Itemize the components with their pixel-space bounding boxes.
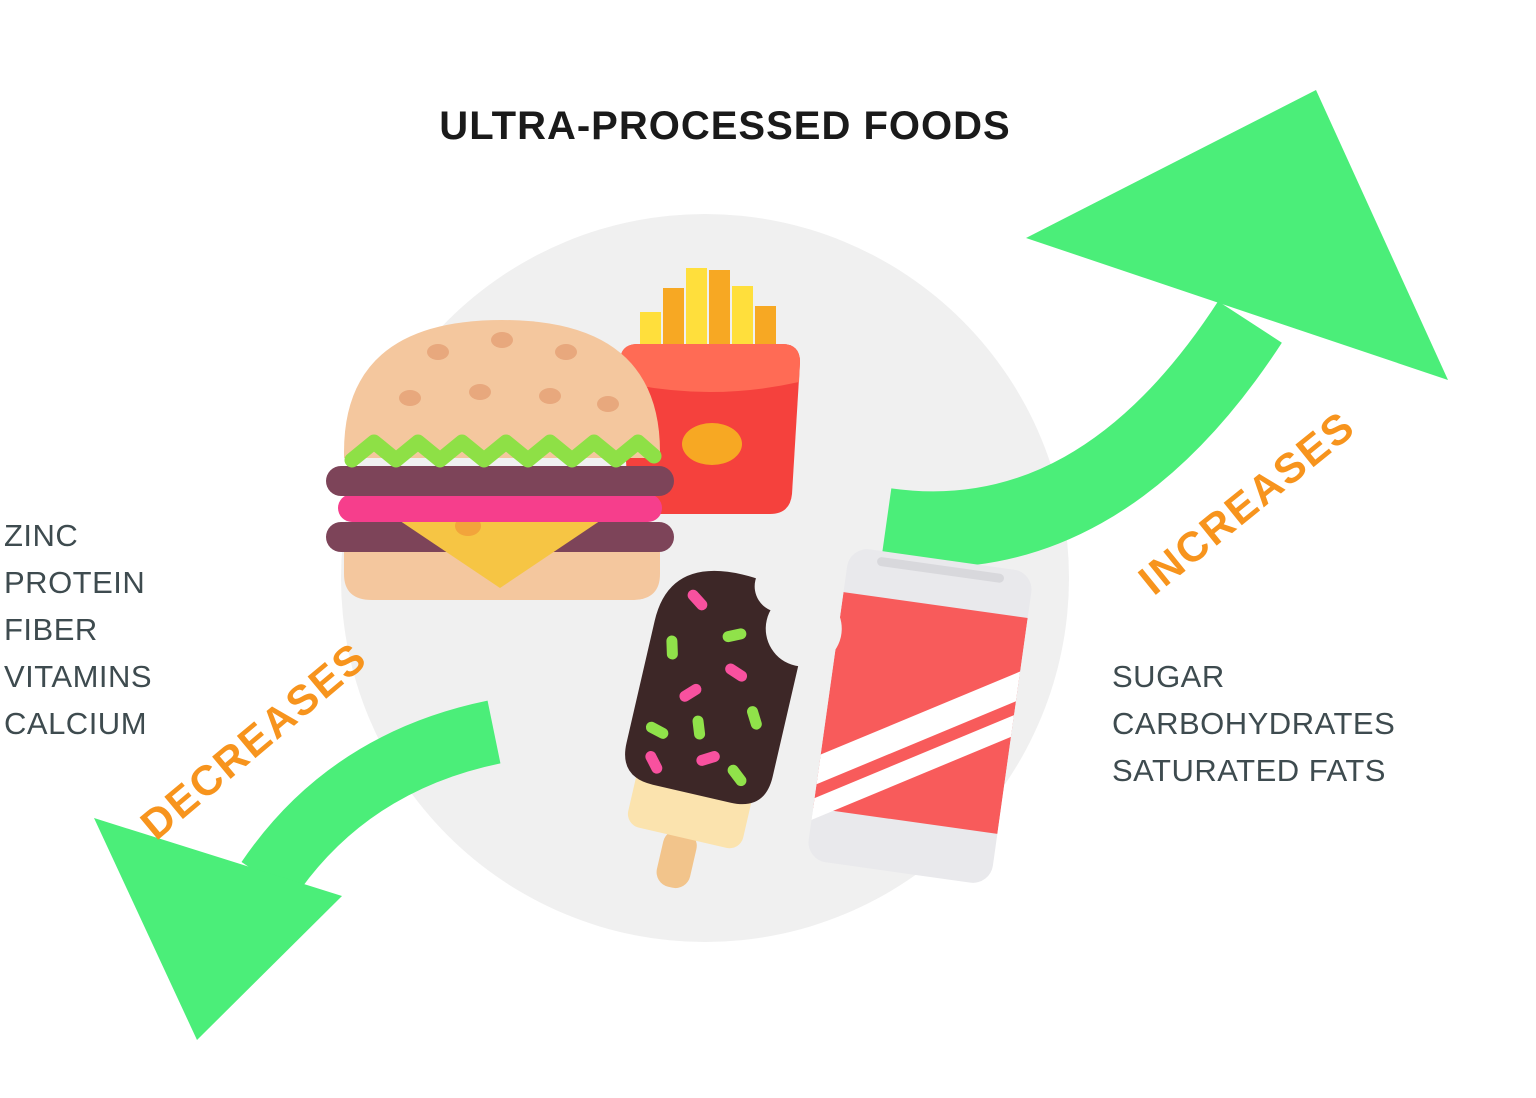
- increase-arrow-icon: [880, 90, 1448, 568]
- popsicle-icon: [625, 560, 842, 889]
- page-title: ULTRA-PROCESSED FOODS: [439, 104, 1011, 148]
- list-item: PROTEIN: [4, 565, 146, 600]
- decrease-arrow-icon: [94, 700, 501, 1040]
- list-item: VITAMINS: [4, 659, 153, 694]
- list-item: FIBER: [4, 612, 98, 647]
- list-item: SATURATED FATS: [1112, 753, 1386, 788]
- list-item: CALCIUM: [4, 706, 148, 741]
- increases-list: SUGAR CARBOHYDRATES SATURATED FATS: [1112, 653, 1395, 794]
- list-item: CARBOHYDRATES: [1112, 706, 1396, 741]
- soda-can-icon: [808, 549, 1032, 883]
- list-item: ZINC: [4, 518, 79, 553]
- decreases-list: ZINC PROTEIN FIBER VITAMINS CALCIUM: [4, 512, 152, 747]
- burger-icon: [326, 320, 674, 600]
- list-item: SUGAR: [1112, 659, 1225, 694]
